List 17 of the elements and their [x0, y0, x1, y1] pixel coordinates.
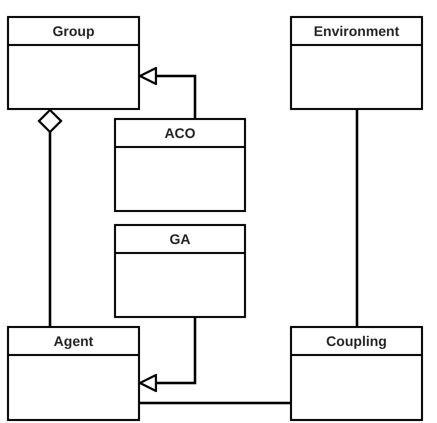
class-box [7, 16, 140, 110]
class-name: GA [170, 232, 190, 246]
association-line [140, 402, 290, 404]
aggregation-connector [38, 108, 62, 326]
class-name: Agent [54, 334, 94, 348]
class-name: Environment [314, 24, 400, 38]
class-name: ACO [164, 126, 196, 140]
class-box [7, 326, 140, 421]
class-box [290, 16, 423, 110]
class-name: Group [52, 24, 94, 38]
class-box [290, 326, 423, 421]
association-line [356, 110, 358, 326]
class-name: Coupling [326, 334, 387, 348]
inheritance-arrow [138, 318, 196, 392]
inheritance-arrow [138, 66, 196, 118]
class-box [114, 224, 246, 318]
class-box [114, 118, 246, 212]
